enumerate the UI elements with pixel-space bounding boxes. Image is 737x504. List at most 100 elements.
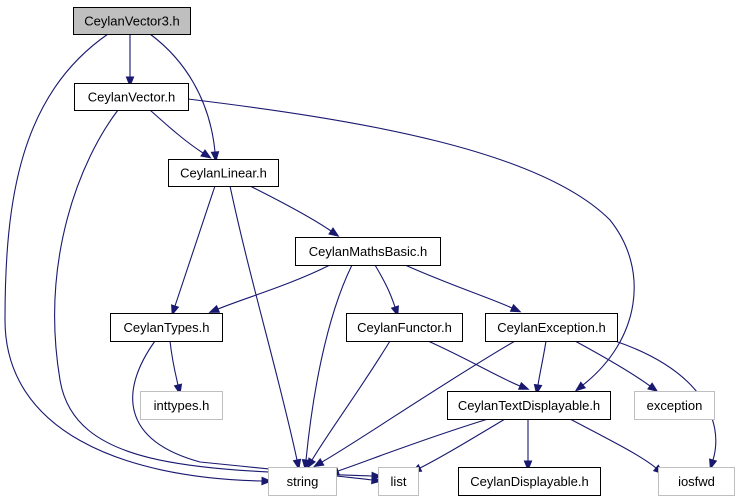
node-inttypes[interactable]: inttypes.h [140,391,223,420]
edge-exception_h-to-exception [574,340,659,393]
node-label: list [391,474,407,489]
node-box [74,83,189,111]
edge-vector3-to-vector [125,34,135,88]
edge-vector3-to-string [4,33,273,486]
node-label: inttypes.h [154,398,210,413]
arrowhead [261,476,273,486]
node-label: CeylanLinear.h [180,166,267,181]
edge-line [321,340,516,463]
node-box [378,467,419,496]
arrowhead [328,227,340,237]
arrowhead [509,303,522,313]
arrowhead [517,381,530,390]
arrowhead [210,151,220,163]
arrowhead [171,304,180,316]
node-box [295,237,441,266]
edge-functor-to-textdisplayable [427,340,530,390]
arrowhead [313,458,325,468]
node-label: CeylanTextDisplayable.h [458,398,600,413]
edge-textdisplayable-to-list [410,418,506,473]
edge-line [374,264,396,308]
edge-mathsbasic-to-functor [374,264,399,317]
arrowhead [200,149,212,159]
edge-line [305,264,353,461]
node-displayable[interactable]: CeylanDisplayable.h [458,467,601,496]
edge-exception_h-to-string [313,340,516,468]
node-label: string [287,474,319,489]
edge-types-to-inttypes [169,340,183,396]
node-label: exception [647,398,703,413]
node-mathsbasic[interactable]: CeylanMathsBasic.h [295,237,441,266]
node-string[interactable]: string [268,467,337,496]
node-label: CeylanVector3.h [84,14,179,29]
arrowhead [371,475,383,485]
edges-layer [4,33,718,486]
arrowhead [574,381,587,392]
arrowhead [306,457,316,469]
edge-line [54,109,373,477]
edge-exception_h-to-textdisplayable [533,340,547,396]
edge-line [311,340,391,461]
arrowhead [647,382,659,393]
edge-line [537,340,547,386]
node-box [346,313,463,342]
edge-mathsbasic-to-types [208,264,331,313]
node-label: CeylanVector.h [88,90,175,105]
node-functor[interactable]: CeylanFunctor.h [346,313,463,342]
edge-vector-to-textdisplayable [187,98,635,392]
node-vector[interactable]: CeylanVector.h [74,83,189,111]
edge-textdisplayable-to-string [328,418,489,475]
node-textdisplayable[interactable]: CeylanTextDisplayable.h [447,391,611,420]
node-box [658,467,735,496]
node-label: CeylanException.h [497,320,605,335]
arrowhead [523,460,533,472]
edge-line [419,418,506,469]
node-types[interactable]: CeylanTypes.h [110,313,223,342]
edge-mathsbasic-to-exception_h [404,264,522,313]
node-label: CeylanDisplayable.h [470,474,589,489]
arrowhead [125,76,135,88]
edge-line [404,264,513,309]
edge-line [217,264,331,310]
node-label: CeylanFunctor.h [357,320,452,335]
node-label: CeylanMathsBasic.h [309,244,428,259]
node-box [110,313,223,342]
node-label: CeylanTypes.h [124,320,210,335]
edge-line [4,33,263,482]
edge-line [229,185,298,461]
edge-linear-to-string [229,185,302,471]
node-box [268,467,337,496]
arrowhead [292,458,302,471]
edge-mathsbasic-to-string [301,264,353,471]
edge-line [569,418,657,469]
edge-functor-to-string [306,340,391,469]
node-box [634,391,715,420]
edge-vector3-to-linear [149,33,220,163]
node-list[interactable]: list [378,467,419,496]
node-box [485,313,618,342]
edge-line [187,98,635,386]
nodes-layer: CeylanVector3.hCeylanVector.hCeylanLinea… [73,7,735,496]
arrowhead [709,458,718,470]
node-box [73,7,191,35]
edge-line [427,340,521,387]
node-iosfwd[interactable]: iosfwd [658,467,735,496]
node-linear[interactable]: CeylanLinear.h [168,159,279,187]
edge-textdisplayable-to-displayable [523,419,533,472]
node-exception[interactable]: exception [634,391,715,420]
edge-line [149,33,216,153]
edge-line [174,185,216,307]
node-exception_h[interactable]: CeylanException.h [485,313,618,342]
node-box [458,467,601,496]
edge-line [249,185,332,232]
node-label: iosfwd [678,474,715,489]
node-box [168,159,279,187]
arrowhead [208,304,221,313]
edge-line [337,418,489,472]
edge-line [169,340,179,386]
edge-linear-to-types [171,185,216,316]
edge-line [149,109,204,154]
node-vector3[interactable]: CeylanVector3.h [73,7,191,35]
edge-vector-to-linear [149,109,212,159]
